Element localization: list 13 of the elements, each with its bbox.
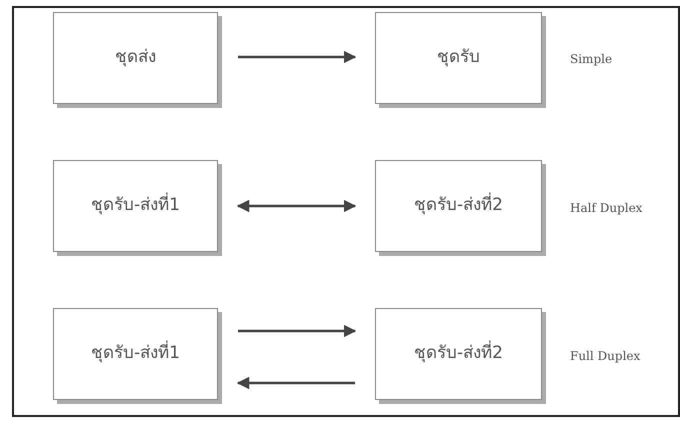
device-label: ชุดส่ง (115, 46, 156, 70)
arrow (238, 324, 356, 338)
device-label: ชุดรับ-ส่งที่1 (91, 341, 180, 367)
device-label: ชุดรับ-ส่งที่2 (414, 341, 503, 367)
device-label: ชุดรับ (437, 46, 480, 70)
arrow (236, 200, 356, 212)
mode-label: Simple (570, 51, 612, 68)
mode-label: Half Duplex (570, 200, 642, 217)
arrow (238, 50, 356, 64)
arrow (236, 376, 355, 390)
mode-label: Full Duplex (570, 348, 640, 365)
device-label: ชุดรับ-ส่งที่1 (91, 193, 180, 219)
device-label: ชุดรับ-ส่งที่2 (414, 193, 503, 219)
